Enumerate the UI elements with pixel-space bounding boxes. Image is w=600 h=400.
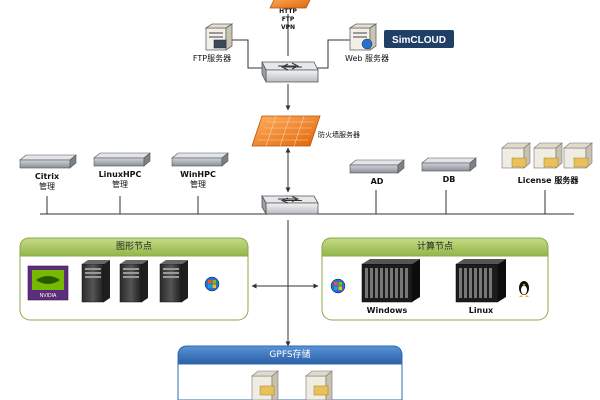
graphics-tower-icon <box>81 260 110 303</box>
ad-server-icon <box>349 159 405 174</box>
linux-blade-server-icon <box>455 259 506 303</box>
license-server-icon <box>501 142 593 169</box>
linux-penguin-icon <box>519 281 529 297</box>
ftp-server-label: FTP服务器 <box>192 54 232 63</box>
db-server-icon <box>421 157 477 172</box>
windows-node-label: Windows <box>366 306 408 315</box>
line-web-switch <box>308 39 350 69</box>
firewall-label: 防火墙服务器 <box>318 131 360 139</box>
citrix-sub-label: 管理 <box>39 182 55 191</box>
windows-logo-icon <box>204 276 220 292</box>
protocol-http: HTTP <box>279 8 297 15</box>
graphics-node-panel: NVIDIA <box>19 237 249 321</box>
nvidia-gpu-label: NVIDIA <box>40 293 57 299</box>
graphics-tower-icon <box>159 260 188 303</box>
top-switch-icon <box>261 61 319 83</box>
db-label: DB <box>442 175 456 184</box>
simcloud-logo: SimCLOUD <box>384 30 454 48</box>
graphics-node-title: 图形节点 <box>115 242 152 252</box>
windows-logo-icon <box>330 278 346 294</box>
license-server-label: License 服务器 <box>517 176 579 185</box>
compute-node-panel <box>321 237 549 321</box>
line-ftp-switch <box>232 39 268 69</box>
ftp-server-icon <box>204 23 234 51</box>
protocol-ftp: FTP <box>281 16 295 23</box>
windows-blade-server-icon <box>361 259 420 303</box>
linuxhpc-server-icon <box>93 152 151 167</box>
citrix-label: Citrix <box>34 172 60 181</box>
winhpc-server-icon <box>171 152 229 167</box>
nvidia-gpu-icon: NVIDIA <box>27 265 69 301</box>
storage-server-icon <box>251 370 279 400</box>
protocol-vpn: VPN <box>280 24 296 31</box>
web-server-icon <box>348 23 378 51</box>
winhpc-sub-label: 管理 <box>190 180 206 189</box>
gpfs-storage-title: GPFS存储 <box>269 350 311 360</box>
gpfs-storage-panel <box>177 345 403 400</box>
core-switch-icon <box>261 194 319 216</box>
storage-server-icon <box>305 370 333 400</box>
compute-node-title: 计算节点 <box>416 242 453 252</box>
linuxhpc-sub-label: 管理 <box>112 180 128 189</box>
linux-node-label: Linux <box>468 306 494 315</box>
citrix-server-icon <box>19 154 77 169</box>
graphics-tower-icon <box>119 260 148 303</box>
web-server-label: Web 服务器 <box>345 54 389 63</box>
simcloud-logo-text: SimCLOUD <box>392 35 446 46</box>
internet-gateway <box>269 0 311 9</box>
firewall-icon <box>251 115 321 147</box>
winhpc-label: WinHPC <box>180 170 216 179</box>
linuxhpc-label: LinuxHPC <box>98 170 142 179</box>
ad-label: AD <box>370 177 384 186</box>
